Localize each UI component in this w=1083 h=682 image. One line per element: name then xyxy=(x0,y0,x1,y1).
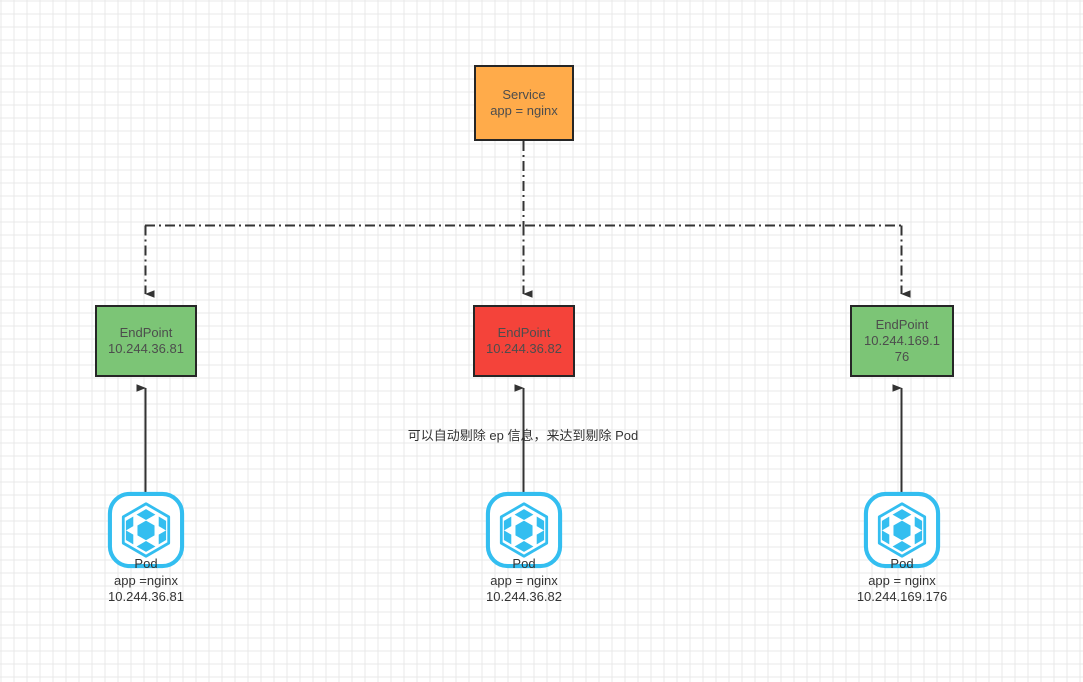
endpoint-node-1[interactable]: EndPoint 10.244.36.82 xyxy=(473,305,575,377)
service-kind-label: Service xyxy=(502,87,546,102)
kubernetes-pod-icon xyxy=(107,491,185,569)
pod-ip: 10.244.169.176 xyxy=(856,589,948,604)
endpoint-ip-label: 10.244.36.81 xyxy=(108,341,184,356)
kubernetes-pod-icon xyxy=(863,491,941,569)
pod-group-2[interactable]: Pod app = nginx 10.244.169.176 xyxy=(812,489,992,605)
pod-ip: 10.244.36.82 xyxy=(486,589,562,604)
endpoint-kind-label: EndPoint xyxy=(875,317,929,332)
pod-labels: app = nginx xyxy=(868,573,936,588)
pod-kind-label: Pod xyxy=(890,556,914,571)
pod-group-1[interactable]: Pod app = nginx 10.244.36.82 xyxy=(434,489,614,605)
pod-labels: app =nginx xyxy=(114,573,178,588)
service-selector-label: app = nginx xyxy=(490,103,558,118)
kubernetes-pod-icon xyxy=(485,491,563,569)
pod-group-0[interactable]: Pod app =nginx 10.244.36.81 xyxy=(56,489,236,605)
pod-labels: app = nginx xyxy=(490,573,558,588)
pod-meta: app =nginx 10.244.36.81 xyxy=(108,573,184,605)
service-node[interactable]: Service app = nginx xyxy=(474,65,574,141)
pod-kind-label: Pod xyxy=(134,556,158,571)
endpoint-node-0[interactable]: EndPoint 10.244.36.81 xyxy=(95,305,197,377)
endpoint-ip-label: 10.244.169.1 xyxy=(864,333,940,348)
annotation-text: 可以自动剔除 ep 信息，来达到剔除 Pod xyxy=(407,428,639,443)
endpoint-node-2[interactable]: EndPoint 10.244.169.1 76 xyxy=(850,305,954,377)
pod-meta: app = nginx 10.244.36.82 xyxy=(486,573,562,605)
pod-meta: app = nginx 10.244.169.176 xyxy=(857,573,947,605)
endpoint-kind-label: EndPoint xyxy=(497,325,551,340)
pod-kind-label: Pod xyxy=(512,556,536,571)
endpoint-kind-label: EndPoint xyxy=(119,325,173,340)
endpoint-ip-label: 10.244.36.82 xyxy=(486,341,562,356)
pod-ip: 10.244.36.81 xyxy=(108,589,184,604)
endpoint-ip-label-overflow: 76 xyxy=(894,349,910,364)
